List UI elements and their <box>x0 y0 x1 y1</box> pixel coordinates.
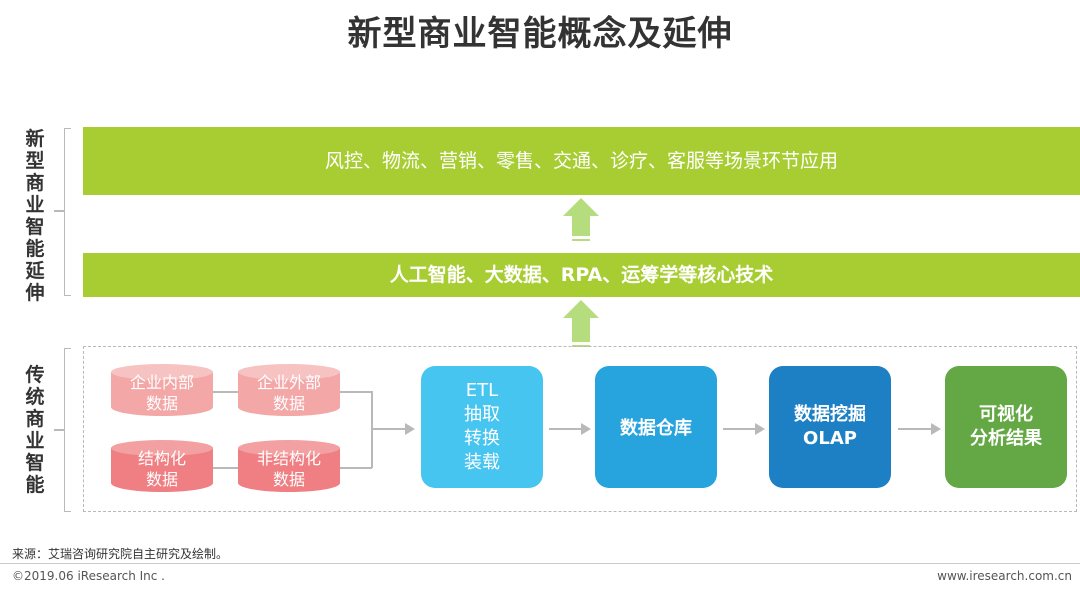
data-source-label: 数据 <box>145 394 178 413</box>
connector-line <box>340 391 372 393</box>
up-arrow-icon <box>563 198 599 241</box>
data-source-label: 企业外部 <box>256 373 321 392</box>
traditional-bi-bracket <box>64 348 71 512</box>
connector-line <box>723 428 755 430</box>
olap-label: OLAP <box>803 428 857 449</box>
connector-line <box>371 428 405 430</box>
right-arrow-icon <box>931 423 941 435</box>
visualization-box: 可视化 分析结果 <box>945 366 1067 488</box>
connector-line <box>213 467 238 469</box>
etl-label: 抽取 <box>464 404 500 425</box>
data-source-cylinder: 结构化数据 <box>111 440 213 500</box>
connector-line <box>898 428 931 430</box>
new-bi-bracket <box>64 128 71 296</box>
new-bi-bracket-tick <box>54 210 64 212</box>
etl-box: ETL 抽取 转换 装载 <box>421 366 543 488</box>
applications-bar: 风控、物流、营销、零售、交通、诊疗、客服等场景环节应用 <box>83 127 1080 195</box>
connector-line <box>340 467 372 469</box>
data-warehouse-label: 数据仓库 <box>620 418 692 439</box>
copyright: ©2019.06 iResearch Inc . <box>12 569 165 583</box>
traditional-bi-container <box>83 346 1077 512</box>
traditional-bi-label: 传统商业智能 <box>25 364 45 496</box>
page-title: 新型商业智能概念及延伸 <box>347 14 733 54</box>
new-bi-label: 新型商业智能延伸 <box>25 128 45 304</box>
source-note: 来源：艾瑞咨询研究院自主研究及绘制。 <box>12 547 229 561</box>
connector-line <box>549 428 581 430</box>
data-source-label: 非结构化 <box>256 449 321 468</box>
etl-label: 转换 <box>464 428 500 449</box>
connector-line <box>371 391 373 468</box>
right-arrow-icon <box>405 423 415 435</box>
data-source-label: 数据 <box>145 470 178 489</box>
data-source-cylinder: 企业内部数据 <box>111 364 213 424</box>
visualization-label: 分析结果 <box>970 428 1042 449</box>
data-source-cylinder: 企业外部数据 <box>238 364 340 424</box>
footer-divider <box>0 563 1080 564</box>
traditional-bi-bracket-tick <box>54 429 64 431</box>
olap-label: 数据挖掘 <box>794 404 866 425</box>
visualization-label: 可视化 <box>979 404 1033 425</box>
data-source-label: 企业内部 <box>129 373 194 392</box>
connector-line <box>213 391 238 393</box>
technologies-bar: 人工智能、大数据、RPA、运筹学等核心技术 <box>83 253 1080 297</box>
right-arrow-icon <box>755 423 765 435</box>
data-warehouse-box: 数据仓库 <box>595 366 717 488</box>
etl-label: 装载 <box>464 452 500 473</box>
up-arrow-icon <box>563 300 599 347</box>
data-source-cylinder: 非结构化数据 <box>238 440 340 500</box>
data-source-label: 数据 <box>272 470 305 489</box>
olap-box: 数据挖掘 OLAP <box>769 366 891 488</box>
data-source-label: 数据 <box>272 394 305 413</box>
right-arrow-icon <box>581 423 591 435</box>
data-source-label: 结构化 <box>137 449 186 468</box>
website-link[interactable]: www.iresearch.com.cn <box>937 569 1072 583</box>
etl-label: ETL <box>465 380 499 401</box>
